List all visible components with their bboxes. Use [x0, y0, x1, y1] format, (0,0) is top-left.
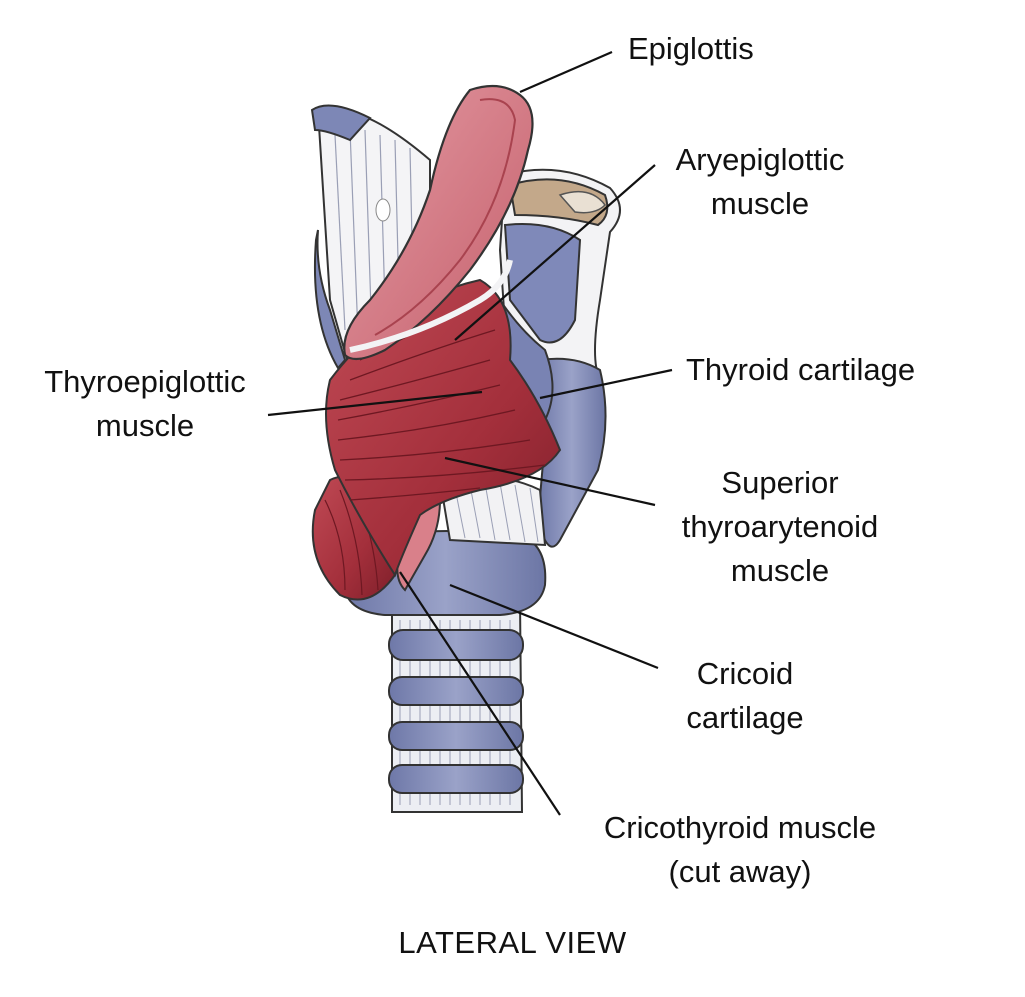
- label-cricothyroid: Cricothyroid muscle (cut away): [570, 806, 910, 894]
- label-superior-thyroarytenoid: Superior thyroarytenoid muscle: [660, 461, 900, 593]
- label-aryepiglottic: Aryepiglottic muscle: [660, 138, 860, 226]
- label-thyroepiglottic-line-2: muscle: [95, 408, 195, 443]
- label-cricothyroid-line-2: (cut away): [668, 854, 812, 889]
- label-aryepiglottic-line-2: muscle: [710, 186, 810, 221]
- leader-superior-thyroarytenoid: [444, 456, 656, 507]
- label-cricoid-line-2: cartilage: [686, 700, 804, 735]
- trachea: [388, 599, 524, 813]
- label-thyroid-cartilage-line-1: Thyroid cartilage: [686, 352, 916, 387]
- label-aryepiglottic-line-1: Aryepiglottic: [675, 142, 845, 177]
- leader-cricothyroid: [399, 571, 561, 816]
- label-superior-thyroarytenoid-line-3: muscle: [730, 553, 830, 588]
- epiglottis: [343, 84, 534, 361]
- label-thyroid-cartilage: Thyroid cartilage: [686, 348, 915, 392]
- leader-lines: [267, 50, 673, 816]
- label-epiglottis: Epiglottis: [628, 27, 754, 71]
- label-thyroepiglottic: Thyroepiglottic muscle: [20, 360, 270, 448]
- label-cricoid: Cricoid cartilage: [660, 652, 830, 740]
- leader-thyroepiglottic: [267, 390, 483, 417]
- thyroarytenoid-muscle: [325, 278, 562, 578]
- leader-epiglottis: [519, 50, 613, 94]
- label-epiglottis-line-1: Epiglottis: [628, 31, 754, 66]
- arytenoid-region: [498, 168, 621, 422]
- label-superior-thyroarytenoid-line-2: thyroarytenoid: [681, 509, 879, 544]
- label-cricoid-line-1: Cricoid: [696, 656, 794, 691]
- figure-caption: LATERAL VIEW: [398, 925, 627, 960]
- leader-thyroid-cartilage: [539, 368, 673, 400]
- label-superior-thyroarytenoid-line-1: Superior: [721, 465, 839, 500]
- label-cricothyroid-line-1: Cricothyroid muscle: [603, 810, 877, 845]
- leader-cricoid: [449, 583, 659, 670]
- leader-aryepiglottic: [454, 164, 656, 341]
- label-thyroepiglottic-line-1: Thyroepiglottic: [44, 364, 246, 399]
